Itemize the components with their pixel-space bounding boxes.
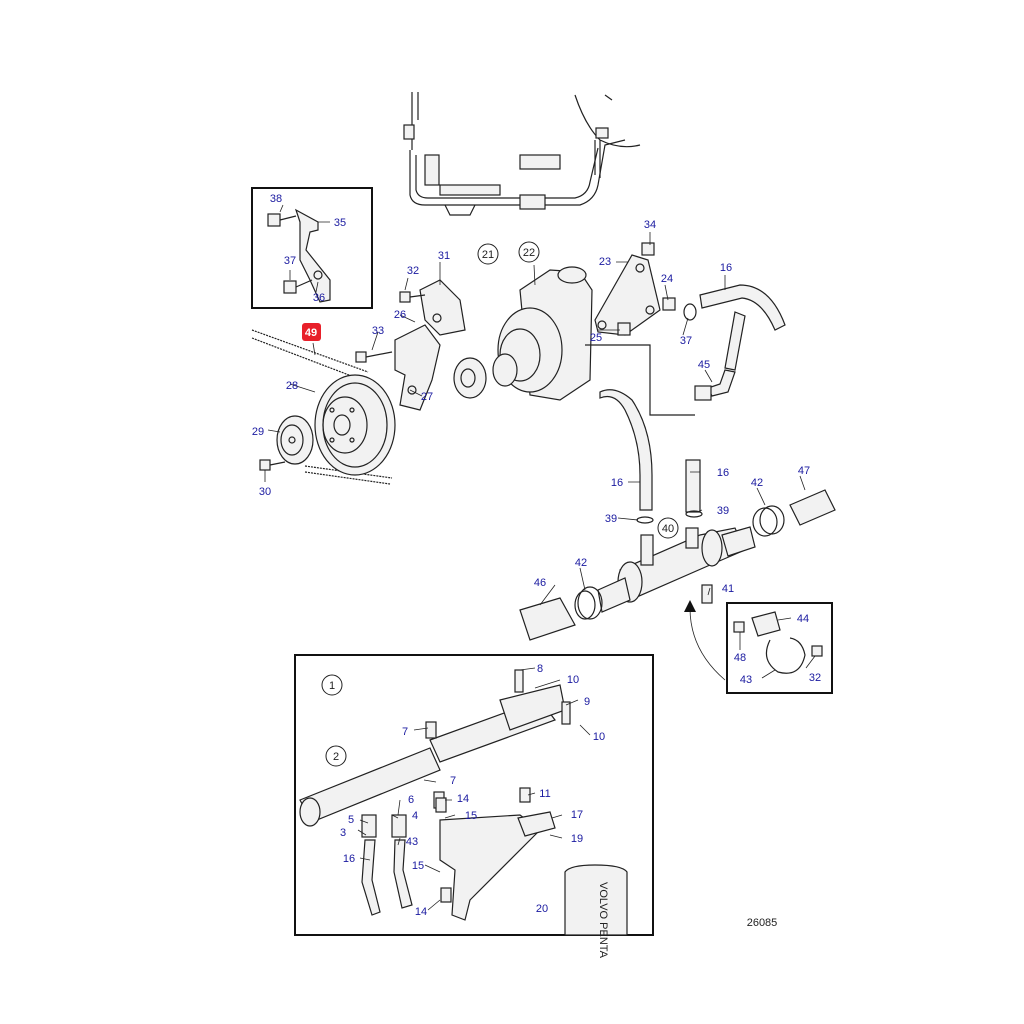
label-7a[interactable]: 7: [402, 726, 408, 738]
bolt-30: [259, 459, 286, 471]
damper-pulley: [276, 415, 314, 465]
label-14b[interactable]: 14: [415, 906, 427, 918]
callout-circle-1: [321, 674, 343, 696]
label-42a[interactable]: 42: [751, 477, 763, 489]
label-15b[interactable]: 15: [412, 860, 424, 872]
label-49[interactable]: 49: [305, 327, 317, 339]
label-27[interactable]: 27: [421, 391, 433, 403]
label-14a[interactable]: 14: [457, 793, 469, 805]
label-19[interactable]: 19: [571, 833, 583, 845]
label-46[interactable]: 46: [534, 577, 546, 589]
label-40[interactable]: 40: [662, 523, 674, 535]
label-15a[interactable]: 15: [465, 810, 477, 822]
label-16a[interactable]: 16: [720, 262, 732, 274]
label-48[interactable]: 48: [734, 652, 746, 664]
label-9[interactable]: 9: [584, 696, 590, 708]
callout-circle-40: [657, 517, 679, 539]
mounting-bracket: [267, 208, 331, 303]
label-43b[interactable]: 43: [406, 836, 418, 848]
part-labels: 38 35 37 36 49 33 32 31 26 27 28 29 30 2…: [252, 193, 821, 918]
drawing-reference-number: 26085: [747, 917, 778, 929]
label-33[interactable]: 33: [372, 325, 384, 337]
label-6[interactable]: 6: [408, 794, 414, 806]
label-39a[interactable]: 39: [605, 513, 617, 525]
label-8[interactable]: 8: [537, 663, 543, 675]
support-bracket: [435, 787, 556, 921]
cooler-hoses: [599, 389, 701, 513]
leader-lines: [264, 204, 816, 911]
arrow-icon: [684, 600, 696, 612]
label-36[interactable]: 36: [313, 292, 325, 304]
label-17[interactable]: 17: [571, 809, 583, 821]
engine-outline: [403, 92, 641, 216]
label-3[interactable]: 3: [340, 827, 346, 839]
label-42b[interactable]: 42: [575, 557, 587, 569]
label-21[interactable]: 21: [482, 249, 494, 261]
hose-upper: [585, 284, 786, 416]
pump-rear-bracket: [594, 242, 676, 336]
callout-circle-2: [325, 745, 347, 767]
label-32b[interactable]: 32: [809, 672, 821, 684]
label-16c[interactable]: 16: [717, 467, 729, 479]
label-34[interactable]: 34: [644, 219, 656, 231]
label-44[interactable]: 44: [797, 613, 809, 625]
label-31[interactable]: 31: [438, 250, 450, 262]
bracket-inset-box: [251, 187, 373, 309]
label-37[interactable]: 37: [284, 255, 296, 267]
label-47[interactable]: 47: [798, 465, 810, 477]
label-16d[interactable]: 16: [343, 853, 355, 865]
label-10b[interactable]: 10: [593, 731, 605, 743]
label-24[interactable]: 24: [661, 273, 673, 285]
label-11[interactable]: 11: [539, 788, 550, 800]
label-10a[interactable]: 10: [567, 674, 579, 686]
clamp-inset-box: [726, 602, 833, 694]
label-23[interactable]: 23: [599, 256, 611, 268]
label-7b[interactable]: 7: [450, 775, 456, 787]
label-35[interactable]: 35: [334, 217, 346, 229]
label-4[interactable]: 4: [412, 810, 418, 822]
label-1[interactable]: 1: [329, 680, 335, 692]
can-brand-label: VOLVO PENTA: [597, 882, 609, 959]
pump-front-bracket: [355, 279, 466, 411]
steering-cylinder: [299, 669, 571, 827]
label-45[interactable]: 45: [698, 359, 710, 371]
label-22[interactable]: 22: [523, 247, 535, 259]
label-28[interactable]: 28: [286, 380, 298, 392]
label-37b[interactable]: 37: [680, 335, 692, 347]
hose-clamps-and-sleeves: [519, 489, 836, 641]
power-steering-pump: [453, 266, 593, 401]
label-39b[interactable]: 39: [717, 505, 729, 517]
label-2[interactable]: 2: [333, 751, 339, 763]
steering-cylinder-inset-box: [294, 654, 654, 936]
label-30[interactable]: 30: [259, 486, 271, 498]
label-38[interactable]: 38: [270, 193, 282, 205]
highlight-badge-49: [302, 323, 321, 341]
hydraulic-fittings: [361, 814, 413, 916]
label-32[interactable]: 32: [407, 265, 419, 277]
label-29[interactable]: 29: [252, 426, 264, 438]
label-5[interactable]: 5: [348, 814, 354, 826]
callout-circle-21: [477, 243, 499, 265]
crankshaft-pulley: [314, 374, 396, 476]
label-16b[interactable]: 16: [611, 477, 623, 489]
label-26[interactable]: 26: [394, 309, 406, 321]
hose-clamp-bracket: [733, 611, 823, 674]
label-41[interactable]: 41: [722, 583, 734, 595]
label-20[interactable]: 20: [536, 903, 548, 915]
oil-cooler: [597, 510, 756, 613]
callout-circle-22: [518, 241, 540, 263]
oil-can: VOLVO PENTA: [564, 864, 628, 959]
label-43a[interactable]: 43: [740, 674, 752, 686]
label-25[interactable]: 25: [590, 332, 602, 344]
